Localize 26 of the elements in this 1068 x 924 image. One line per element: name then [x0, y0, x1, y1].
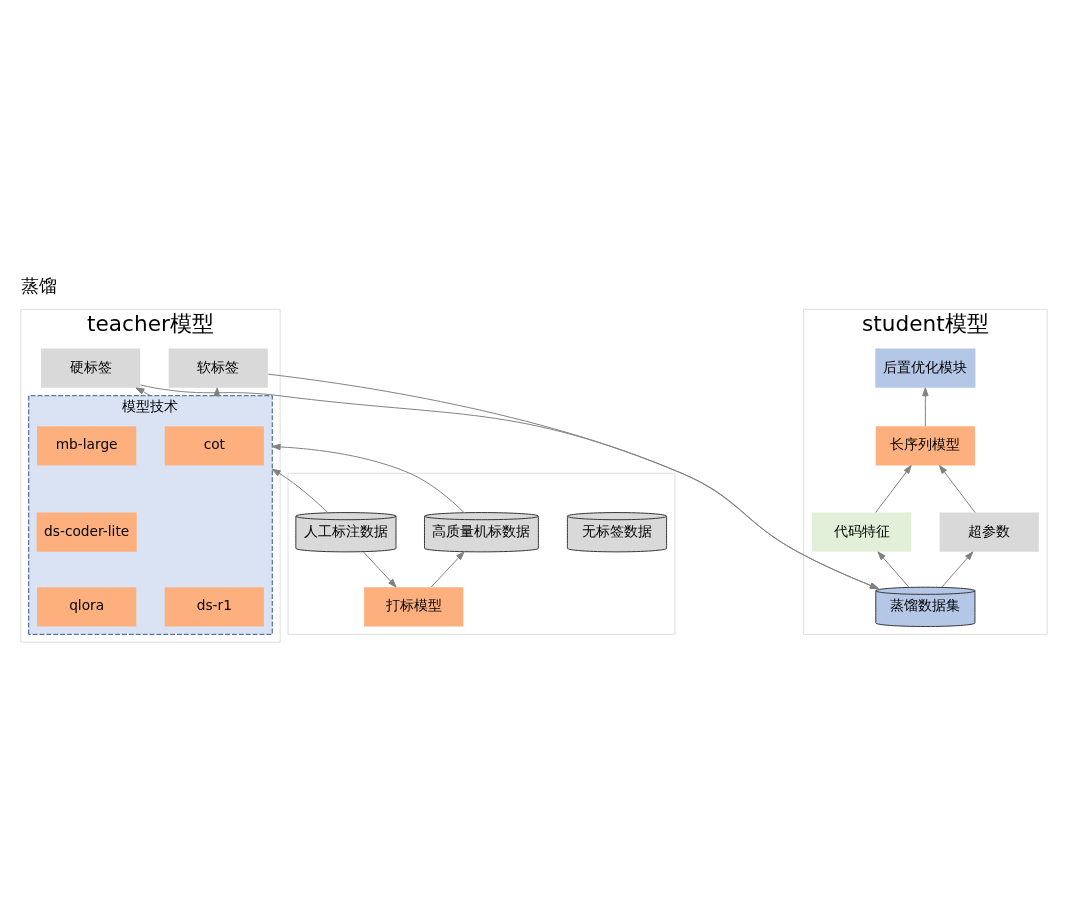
node-box: 后置优化模块: [875, 348, 976, 388]
node-box: mb-large: [37, 426, 137, 466]
arrow: [430, 551, 465, 588]
arrow: [271, 468, 329, 513]
node-box: 长序列模型: [875, 426, 975, 466]
arrow: [140, 384, 879, 589]
arrow: [267, 373, 879, 589]
cluster: [287, 472, 676, 635]
node-box: cot: [164, 426, 264, 466]
node-box: 软标签: [168, 348, 268, 388]
arrow: [135, 387, 151, 397]
diagram-title: 蒸馏: [21, 276, 58, 296]
node-box: 超参数: [939, 512, 1039, 552]
node-box: ds-r1: [164, 587, 264, 627]
node-box: 代码特征: [811, 512, 912, 552]
arrow: [939, 465, 976, 514]
node-box: ds-coder-lite: [36, 512, 137, 552]
arrow: [362, 551, 397, 588]
arrow: [941, 551, 974, 588]
arrow: [875, 465, 912, 514]
arrow: [877, 551, 910, 588]
arrow: [271, 443, 465, 513]
node-box: 硬标签: [41, 348, 141, 388]
node-box: 打标模型: [364, 587, 464, 627]
node-box: qlora: [37, 587, 137, 627]
arrow: [922, 387, 929, 427]
